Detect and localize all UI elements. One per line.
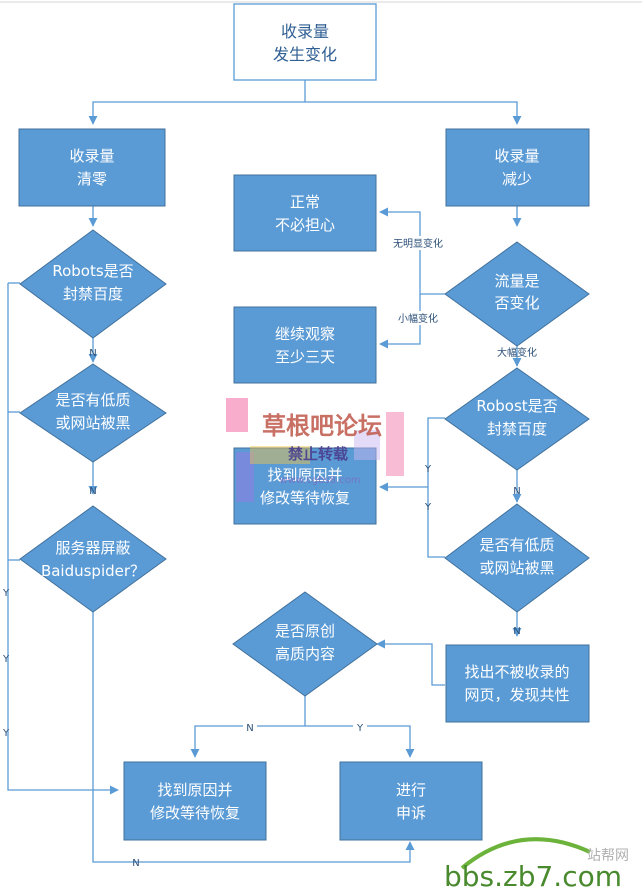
node-start: 收录量 发生变化 [233,3,377,81]
label-y-left-3: Y [2,728,10,739]
label-n-original: N [246,723,253,734]
watermark-block-lilac [354,430,380,460]
svg-text:正常: 正常 [290,193,320,211]
edge-server-no-to-appeal [92,612,415,863]
edge-traffic-to-normal [379,207,445,295]
brand-swoosh [460,837,591,870]
forum-watermark: 草根吧论坛 禁止转载 www.cgbs8.com [226,398,404,502]
watermark-block-pink [226,398,248,432]
svg-text:修改等待恢复: 修改等待恢复 [150,804,240,822]
edge-labels: 无明显变化 小幅变化 大幅变化 N N Y Y Y N Y Y N N N Y [2,236,537,869]
watermark-url: www.cgbs8.com [279,475,360,486]
label-n-robots-left: N [89,348,96,359]
node-traffic-change: 流量是 否变化 [444,241,590,347]
svg-text:封禁百度: 封禁百度 [487,420,547,438]
svg-text:进行: 进行 [396,781,426,799]
site-brand: 站帮网 bbs.zb7.com [444,837,629,893]
svg-text:收录量: 收录量 [494,147,539,165]
svg-text:发生变化: 发生变化 [273,45,337,64]
edge-left-yes-bus [7,283,119,795]
label-n-server: N [132,858,139,869]
label-big-change: 大幅变化 [497,346,537,359]
label-n-lowq-left: N [89,486,96,497]
svg-text:修改等待恢复: 修改等待恢复 [260,489,350,507]
svg-text:减少: 减少 [502,170,532,188]
svg-text:或网站被黑: 或网站被黑 [55,414,130,432]
edge-traffic-to-observe [379,294,421,349]
svg-text:或网站被黑: 或网站被黑 [479,559,554,577]
brand-url: bbs.zb7.com [444,860,622,893]
svg-text:找到原因并: 找到原因并 [267,466,342,484]
svg-text:Robots是否: Robots是否 [52,262,133,280]
label-y-left-2: Y [2,654,10,665]
svg-text:收录量: 收录量 [69,147,114,165]
svg-text:是否有低质: 是否有低质 [479,536,554,554]
svg-text:清零: 清零 [77,170,107,188]
svg-text:是否有低质: 是否有低质 [55,391,130,409]
node-robots-right: Robost是否 封禁百度 [444,367,590,471]
node-original: 是否原创 高质内容 [232,591,378,697]
svg-text:否变化: 否变化 [494,294,539,312]
brand-subtitle: 站帮网 [587,848,629,864]
node-appeal: 进行 申诉 [339,761,483,841]
edge-findcommon-to-original [376,639,445,686]
svg-text:服务器屏蔽: 服务器屏蔽 [55,539,130,557]
connectors [7,80,522,863]
label-small-change: 小幅变化 [398,312,438,325]
svg-text:流量是: 流量是 [494,272,539,290]
node-cleared: 收录量 清零 [18,128,166,207]
svg-text:申诉: 申诉 [396,804,426,822]
label-n-robots-right: N [513,486,520,497]
node-server-block: 服务器屏蔽 Baiduspider？ [19,505,167,613]
edge-right-yes-bus [427,417,445,558]
svg-text:找到原因并: 找到原因并 [157,781,232,799]
svg-text:高质内容: 高质内容 [275,645,335,663]
watermark-block-pink-right [386,412,404,476]
svg-text:继续观察: 继续观察 [275,325,335,343]
node-find-center: 找到原因并 修改等待恢复 [233,447,377,525]
svg-text:找出不被收录的: 找出不被收录的 [464,663,569,681]
watermark-block-yellow [250,446,310,464]
svg-text:封禁百度: 封禁百度 [63,285,123,303]
svg-text:是否原创: 是否原创 [275,622,335,640]
label-no-change: 无明显变化 [393,237,443,250]
node-decreased: 收录量 减少 [445,128,590,207]
edge-start-to-cleared [88,80,306,125]
svg-text:收录量: 收录量 [281,22,329,41]
label-y-left-1: Y [2,588,10,599]
label-y-original: Y [356,723,364,734]
svg-text:Baiduspider？: Baiduspider？ [41,562,145,580]
watermark-forum-name: 草根吧论坛 [262,412,382,440]
node-lowq-left: 是否有低质 或网站被黑 [19,363,167,463]
node-robots-left: Robots是否 封禁百度 [19,229,167,339]
node-find-common: 找出不被收录的 网页，发现共性 [445,644,590,723]
node-observe: 继续观察 至少三天 [233,306,377,384]
svg-text:Robost是否: Robost是否 [476,397,557,415]
label-y-right-1: Y [424,464,432,475]
svg-text:不必担心: 不必担心 [275,216,335,234]
edge-start-to-decreased [305,101,522,125]
svg-text:网页，发现共性: 网页，发现共性 [464,686,569,704]
svg-text:至少三天: 至少三天 [275,348,335,366]
edge-original-yes [305,725,415,758]
label-y-right-2: Y [424,502,432,513]
watermark-no-repost: 禁止转载 [288,445,348,463]
label-n-lowq-right: N [513,626,520,637]
node-lowq-right: 是否有低质 或网站被黑 [444,503,590,613]
watermark-block-purple [236,452,254,502]
node-normal: 正常 不必担心 [233,174,377,252]
node-find-bottom: 找到原因并 修改等待恢复 [123,761,267,841]
